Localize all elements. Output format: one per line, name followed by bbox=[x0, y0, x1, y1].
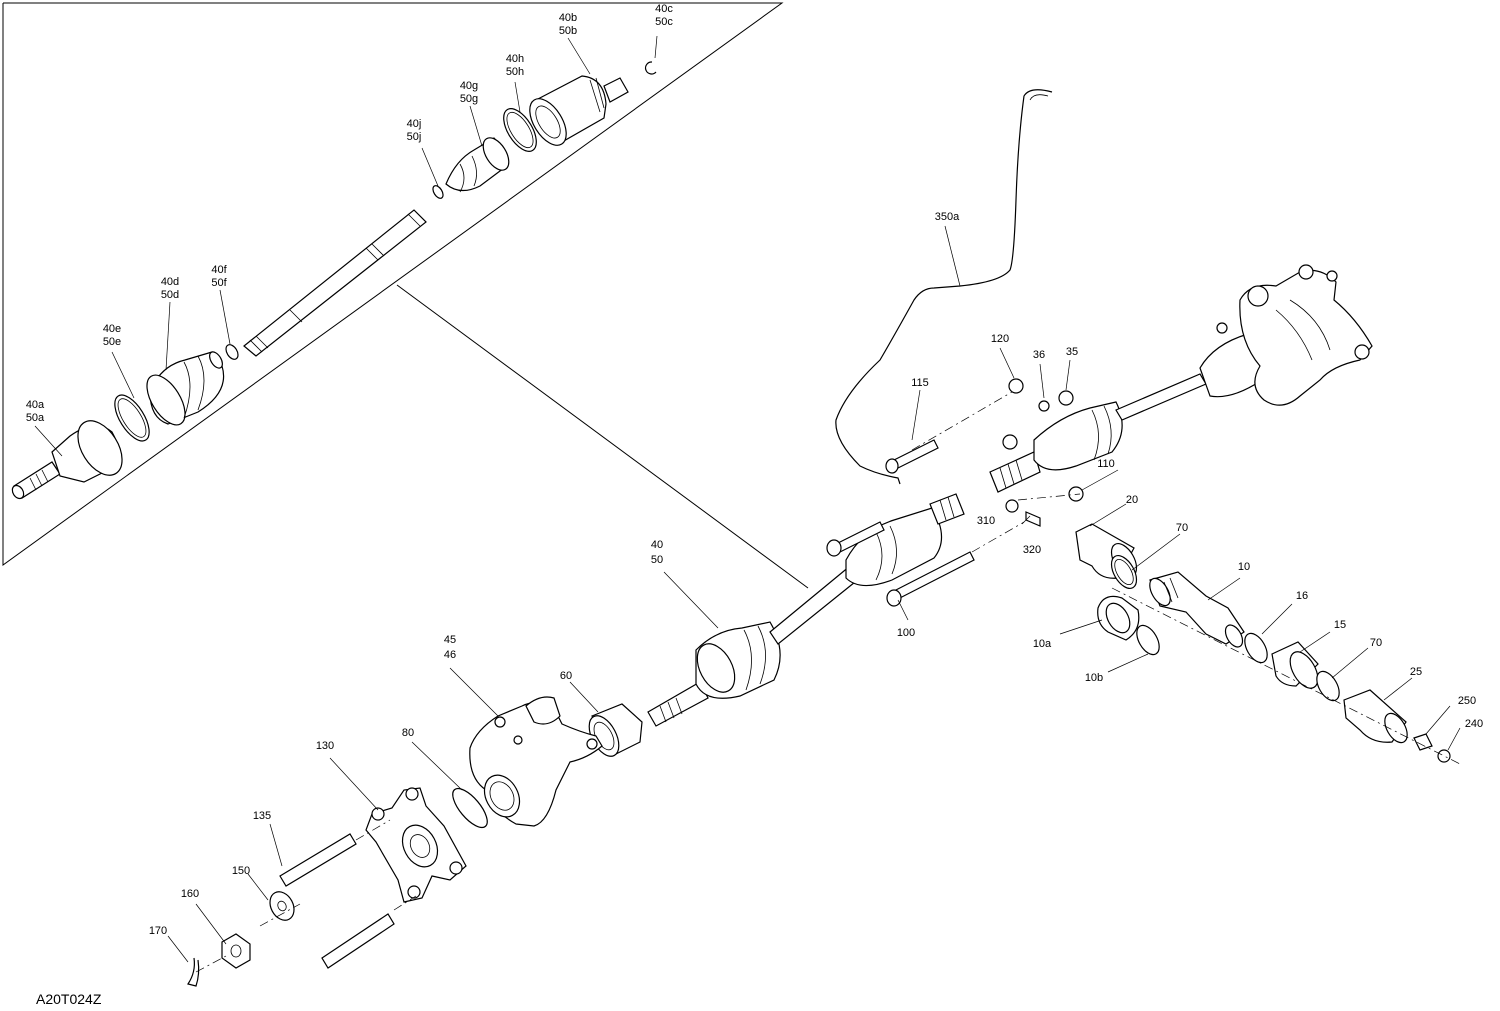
label-10: 10 bbox=[1238, 561, 1250, 573]
part-inset-shaft bbox=[243, 209, 427, 357]
label-35: 35 bbox=[1066, 346, 1078, 358]
part-bolts-100-115 bbox=[826, 378, 1084, 607]
part-right-knuckle bbox=[1216, 264, 1373, 406]
leader-lines bbox=[34, 35, 1461, 963]
part-40c-circlip bbox=[644, 61, 657, 75]
part-40g-boot bbox=[445, 137, 510, 193]
part-135-studs bbox=[279, 833, 395, 969]
label-10b: 10b bbox=[1085, 672, 1103, 684]
label-100: 100 bbox=[897, 627, 915, 639]
label-110: 110 bbox=[1097, 458, 1115, 470]
label-60: 60 bbox=[560, 670, 572, 682]
part-propshaft-group bbox=[1075, 523, 1451, 763]
label-115: 115 bbox=[911, 377, 929, 389]
part-110-nut bbox=[1068, 486, 1084, 502]
part-40b-inner-joint bbox=[529, 75, 629, 146]
inset-driveshaft-assembly bbox=[11, 61, 657, 500]
label-160: 160 bbox=[181, 888, 199, 900]
part-170-cotter-pin bbox=[187, 957, 200, 987]
part-nut-upper bbox=[1002, 434, 1018, 450]
part-35-nut bbox=[1058, 390, 1074, 406]
part-45-knuckle bbox=[469, 696, 603, 827]
label-320: 320 bbox=[1023, 544, 1041, 556]
label-250: 250 bbox=[1458, 695, 1476, 707]
label-16: 16 bbox=[1296, 590, 1308, 602]
part-60-bearing bbox=[588, 703, 643, 757]
label-120: 120 bbox=[991, 333, 1009, 345]
label-240: 240 bbox=[1465, 718, 1483, 730]
label-135: 135 bbox=[253, 810, 271, 822]
part-120-nut bbox=[1008, 378, 1024, 394]
part-130-hub bbox=[365, 787, 467, 903]
label-25: 25 bbox=[1410, 666, 1422, 678]
part-40h-clamp bbox=[503, 108, 537, 152]
label-80: 80 bbox=[402, 727, 414, 739]
part-40d-boot bbox=[146, 351, 225, 426]
label-70-lower: 70 bbox=[1370, 637, 1382, 649]
part-160-castle-nut bbox=[221, 933, 251, 969]
center-lines bbox=[195, 391, 1461, 973]
label-36: 36 bbox=[1033, 349, 1045, 361]
part-320-bolt bbox=[1025, 511, 1041, 527]
label-130: 130 bbox=[316, 740, 334, 752]
part-40j-ring bbox=[432, 185, 444, 199]
part-40f-ring bbox=[225, 344, 239, 360]
part-40a-outer-joint bbox=[11, 420, 123, 500]
label-70-upper: 70 bbox=[1176, 522, 1188, 534]
label-350a: 350a bbox=[935, 211, 960, 223]
part-150-washer bbox=[269, 891, 295, 921]
label-150: 150 bbox=[232, 865, 250, 877]
label-310: 310 bbox=[977, 515, 995, 527]
part-80-circlip bbox=[452, 787, 488, 829]
part-40-cv-axle bbox=[647, 493, 965, 727]
label-20: 20 bbox=[1126, 494, 1138, 506]
part-right-drive-shaft bbox=[989, 333, 1264, 493]
diagram-code: A20T024Z bbox=[36, 991, 102, 1007]
label-170: 170 bbox=[149, 925, 167, 937]
part-40e-clamp bbox=[114, 394, 150, 442]
part-310-washer bbox=[1005, 499, 1019, 513]
inset-frame bbox=[2, 2, 784, 566]
label-10a: 10a bbox=[1033, 638, 1052, 650]
part-36-washer bbox=[1038, 400, 1050, 412]
inset-detail-line bbox=[396, 284, 809, 589]
label-15: 15 bbox=[1334, 619, 1346, 631]
part-350a-brake-line bbox=[835, 89, 1053, 485]
